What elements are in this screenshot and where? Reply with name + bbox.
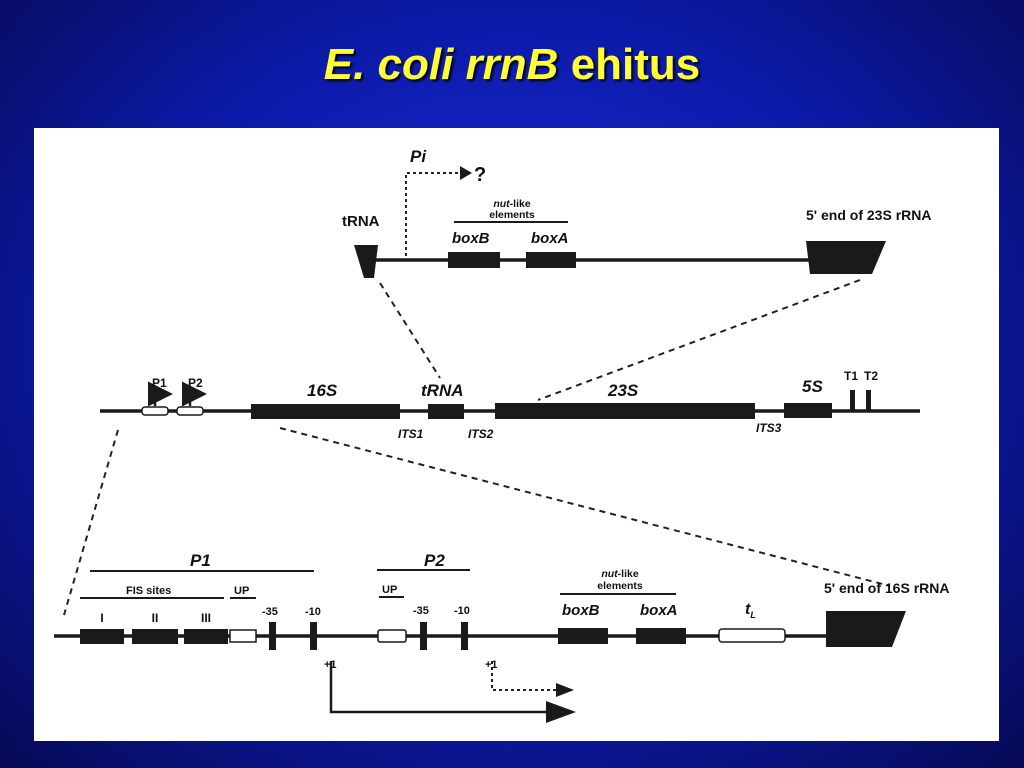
tl-subscript: L <box>750 610 756 620</box>
terminator-t2 <box>866 390 871 412</box>
top-elements-label: elements <box>489 209 535 221</box>
tl-terminator-box <box>718 628 786 643</box>
bottom-nut-like-label: nut-like <box>601 568 638 580</box>
p1-minus10-label: -10 <box>305 606 321 618</box>
fis-site-i-label: I <box>100 611 103 625</box>
operon-16s-label: 16S <box>307 381 338 400</box>
fis-site-iii-label: III <box>201 611 211 625</box>
its3-label: ITS3 <box>756 421 782 435</box>
top-23s-end-label: 5' end of 23S rRNA <box>806 207 931 223</box>
top-23s-start-block <box>806 241 886 274</box>
bottom-boxA-block <box>636 628 686 644</box>
fis-site-ii-label: II <box>152 611 159 625</box>
bottom-p2-label: P2 <box>424 551 445 570</box>
p2-transcription-arrow <box>182 381 207 407</box>
bottom-16s-start-block <box>826 611 906 647</box>
bottom-nut-rest: -like <box>618 568 639 580</box>
p2-minus10-label: -10 <box>454 605 470 617</box>
top-region: Pi ? tRNA nut-like elements boxB boxA 5'… <box>342 147 931 278</box>
p1-start-arrowhead <box>546 701 576 723</box>
pi-label: Pi <box>410 147 427 166</box>
fis-site-ii-block <box>132 629 178 644</box>
p1-start-path <box>329 661 569 714</box>
p2-start-arrowhead <box>556 683 574 697</box>
dash-connector-16s <box>279 427 891 587</box>
its1-label: ITS1 <box>398 427 424 441</box>
pi-arrowhead <box>460 166 472 180</box>
diagram-panel: Pi ? tRNA nut-like elements boxB boxA 5'… <box>34 128 999 741</box>
pi-question-mark: ? <box>474 164 486 186</box>
operon-t1-label: T1 <box>844 369 858 383</box>
p1-minus35-label: -35 <box>262 606 278 618</box>
p2-minus10-box <box>461 622 468 650</box>
gene-23s-block <box>495 403 755 419</box>
bottom-nut-italic: nut <box>601 568 618 580</box>
top-boxA-label: boxA <box>531 230 569 247</box>
operon-23s-label: 23S <box>607 381 639 400</box>
top-boxB-block <box>448 252 500 268</box>
fis-site-i-block <box>80 629 124 644</box>
gene-trna-block <box>428 404 464 419</box>
bottom-elements-label: elements <box>597 580 643 592</box>
slide-title: E. coli rrnB ehitus <box>0 40 1024 90</box>
top-boxB-label: boxB <box>452 230 490 247</box>
top-nut-italic: nut <box>493 198 510 210</box>
operon-p2-label: P2 <box>188 376 203 390</box>
bottom-boxB-label: boxB <box>562 602 600 619</box>
p1-minus35-box <box>269 622 276 650</box>
its2-label: ITS2 <box>468 427 494 441</box>
tl-main: t <box>745 601 751 618</box>
bottom-p1-label: P1 <box>190 551 211 570</box>
p1-minus10-box <box>310 622 317 650</box>
promoter-region: P1 P2 FIS sites UP UP I II III -35 -10 -… <box>54 551 949 723</box>
operon-5s-label: 5S <box>802 377 823 396</box>
gene-5s-block <box>784 403 832 418</box>
dash-connector-promoter <box>63 429 119 616</box>
dash-connector-23s <box>537 279 861 401</box>
p2-plus1-label: +1 <box>485 659 498 671</box>
fis-sites-label: FIS sites <box>126 585 171 597</box>
p1-transcription-arrow <box>148 381 173 407</box>
up2-label: UP <box>382 584 397 596</box>
fis-site-iii-block <box>184 629 228 644</box>
p2-start-dotted-path <box>491 661 556 691</box>
bottom-boxA-label: boxA <box>640 602 678 619</box>
terminator-t1 <box>850 390 855 412</box>
p1-plus1-label: +1 <box>324 659 337 671</box>
operon-t2-label: T2 <box>864 369 878 383</box>
operon-trna-label: tRNA <box>421 381 464 400</box>
top-boxA-block <box>526 252 576 268</box>
dash-connector-trna <box>379 282 441 379</box>
bottom-16s-end-label: 5' end of 16S rRNA <box>824 580 949 596</box>
p1-promoter-box <box>141 406 169 416</box>
up2-element-box <box>377 629 407 643</box>
top-trna-end-block <box>354 245 378 278</box>
top-trna-label: tRNA <box>342 213 380 230</box>
operon-map: P1 P2 16S tRNA 23S 5S T1 T2 ITS1 ITS2 IT… <box>100 369 920 441</box>
p2-minus35-label: -35 <box>413 605 429 617</box>
top-nut-like-label: nut-like <box>493 198 530 210</box>
p2-promoter-box <box>176 406 204 416</box>
p2-minus35-box <box>420 622 427 650</box>
bottom-boxB-block <box>558 628 608 644</box>
top-nut-rest: -like <box>510 198 531 210</box>
rrnb-diagram: Pi ? tRNA nut-like elements boxB boxA 5'… <box>54 147 949 723</box>
tl-label: tL <box>745 601 756 620</box>
title-italic-part: E. coli rrnB <box>323 40 559 89</box>
gene-16s-block <box>251 404 400 419</box>
operon-p1-label: P1 <box>152 376 167 390</box>
up1-element-box <box>229 629 257 643</box>
up1-label: UP <box>234 585 249 597</box>
title-plain-part: ehitus <box>570 40 701 89</box>
